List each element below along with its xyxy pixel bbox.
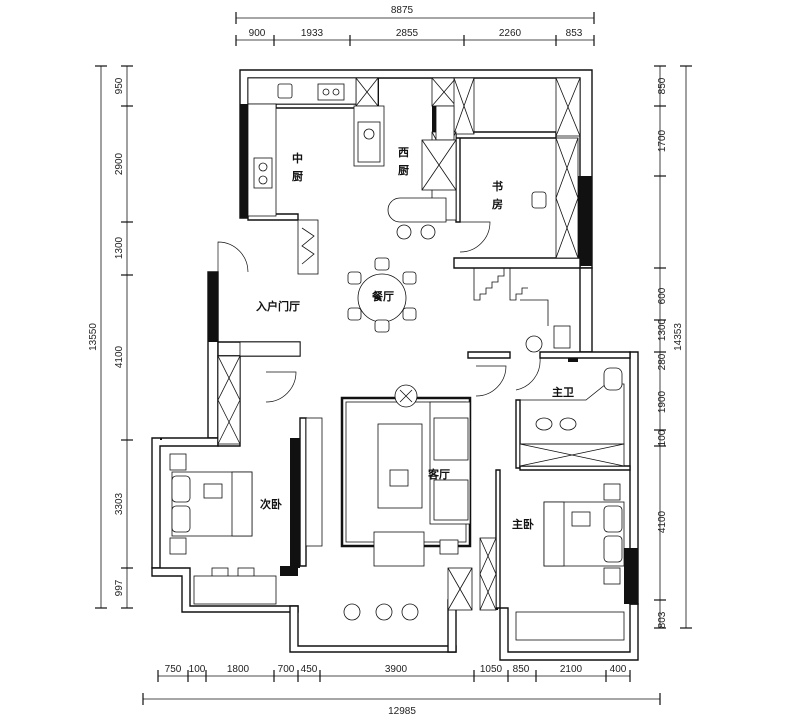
bottom-segment-dimension: 400 xyxy=(610,664,627,675)
second-bedroom: 次卧 xyxy=(169,453,282,605)
western-kitchen-label: 厨 xyxy=(398,164,409,177)
western-kitchen: 西 厨 xyxy=(353,105,457,240)
study-label: 房 xyxy=(492,197,503,211)
top-dimensions: 8875 900 1933 2855 2260 853 xyxy=(235,5,595,46)
doors xyxy=(265,357,541,403)
right-segment-dimension: 4100 xyxy=(657,510,668,533)
bottom-segment-dimension: 100 xyxy=(189,664,206,675)
bottom-segment-dimension: 1050 xyxy=(480,664,503,675)
bottom-segment-dimension: 750 xyxy=(165,664,182,675)
top-segment-dimension: 900 xyxy=(249,28,266,39)
right-segment-dimension: 600 xyxy=(657,287,668,304)
bottom-segment-dimension: 850 xyxy=(513,664,530,675)
left-segment-dimension: 997 xyxy=(114,579,125,596)
left-total-dimension: 13550 xyxy=(88,323,99,351)
stairs xyxy=(467,268,571,356)
bottom-segment-dimension: 700 xyxy=(278,664,295,675)
chinese-kitchen-label: 厨 xyxy=(292,170,303,183)
western-kitchen-label: 西 xyxy=(398,146,409,159)
master-bath-label: 主卫 xyxy=(552,385,574,399)
dining-label: 餐厅 xyxy=(371,289,394,303)
dining: 餐厅 xyxy=(347,257,417,333)
bottom-segment-dimension: 3900 xyxy=(385,664,408,675)
master-bedroom: 主卧 xyxy=(512,483,625,641)
bottom-dimensions: 750 100 1800 700 450 3900 1050 850 2100 … xyxy=(142,664,661,717)
top-segment-dimension: 2260 xyxy=(499,28,522,39)
entrance-label: 入户门厅 xyxy=(256,299,300,313)
top-segment-dimension: 853 xyxy=(566,28,583,39)
left-segment-dimension: 3303 xyxy=(114,492,125,515)
top-total-dimension: 8875 xyxy=(391,5,414,16)
right-segment-dimension: 280 xyxy=(657,353,668,370)
entrance: 入户门厅 xyxy=(217,219,319,313)
second-bedroom-label: 次卧 xyxy=(260,497,282,511)
right-dimensions: 850 1700 600 1300 280 1900 100 4100 803 … xyxy=(654,65,692,629)
chinese-kitchen-label: 中 xyxy=(292,151,303,165)
right-total-dimension: 14353 xyxy=(673,323,684,351)
living-label: 客厅 xyxy=(427,467,450,481)
left-segment-dimension: 2900 xyxy=(114,152,125,175)
bottom-total-dimension: 12985 xyxy=(388,706,416,717)
right-segment-dimension: 850 xyxy=(657,77,668,94)
bottom-segment-dimension: 450 xyxy=(301,664,318,675)
left-segment-dimension: 1300 xyxy=(114,236,125,259)
master-bedroom-label: 主卧 xyxy=(512,517,534,531)
top-segment-dimension: 1933 xyxy=(301,28,324,39)
left-dimensions: 13550 950 2900 1300 4100 3303 997 xyxy=(88,65,133,609)
right-segment-dimension: 1700 xyxy=(657,129,668,152)
chinese-kitchen: 中 厨 xyxy=(247,77,357,217)
left-segment-dimension: 950 xyxy=(114,77,125,94)
bottom-segment-dimension: 2100 xyxy=(560,664,583,675)
bottom-segment-dimension: 1800 xyxy=(227,664,250,675)
right-segment-dimension: 803 xyxy=(657,611,668,628)
right-segment-dimension: 100 xyxy=(657,429,668,446)
left-segment-dimension: 4100 xyxy=(114,345,125,368)
master-bath: 主卫 xyxy=(519,367,625,445)
study-label: 书 xyxy=(492,179,503,193)
right-segment-dimension: 1900 xyxy=(657,390,668,413)
top-segment-dimension: 2855 xyxy=(396,28,419,39)
living-room: 客厅 xyxy=(305,384,472,621)
right-segment-dimension: 1300 xyxy=(657,318,668,341)
study: 书 房 xyxy=(459,179,547,253)
